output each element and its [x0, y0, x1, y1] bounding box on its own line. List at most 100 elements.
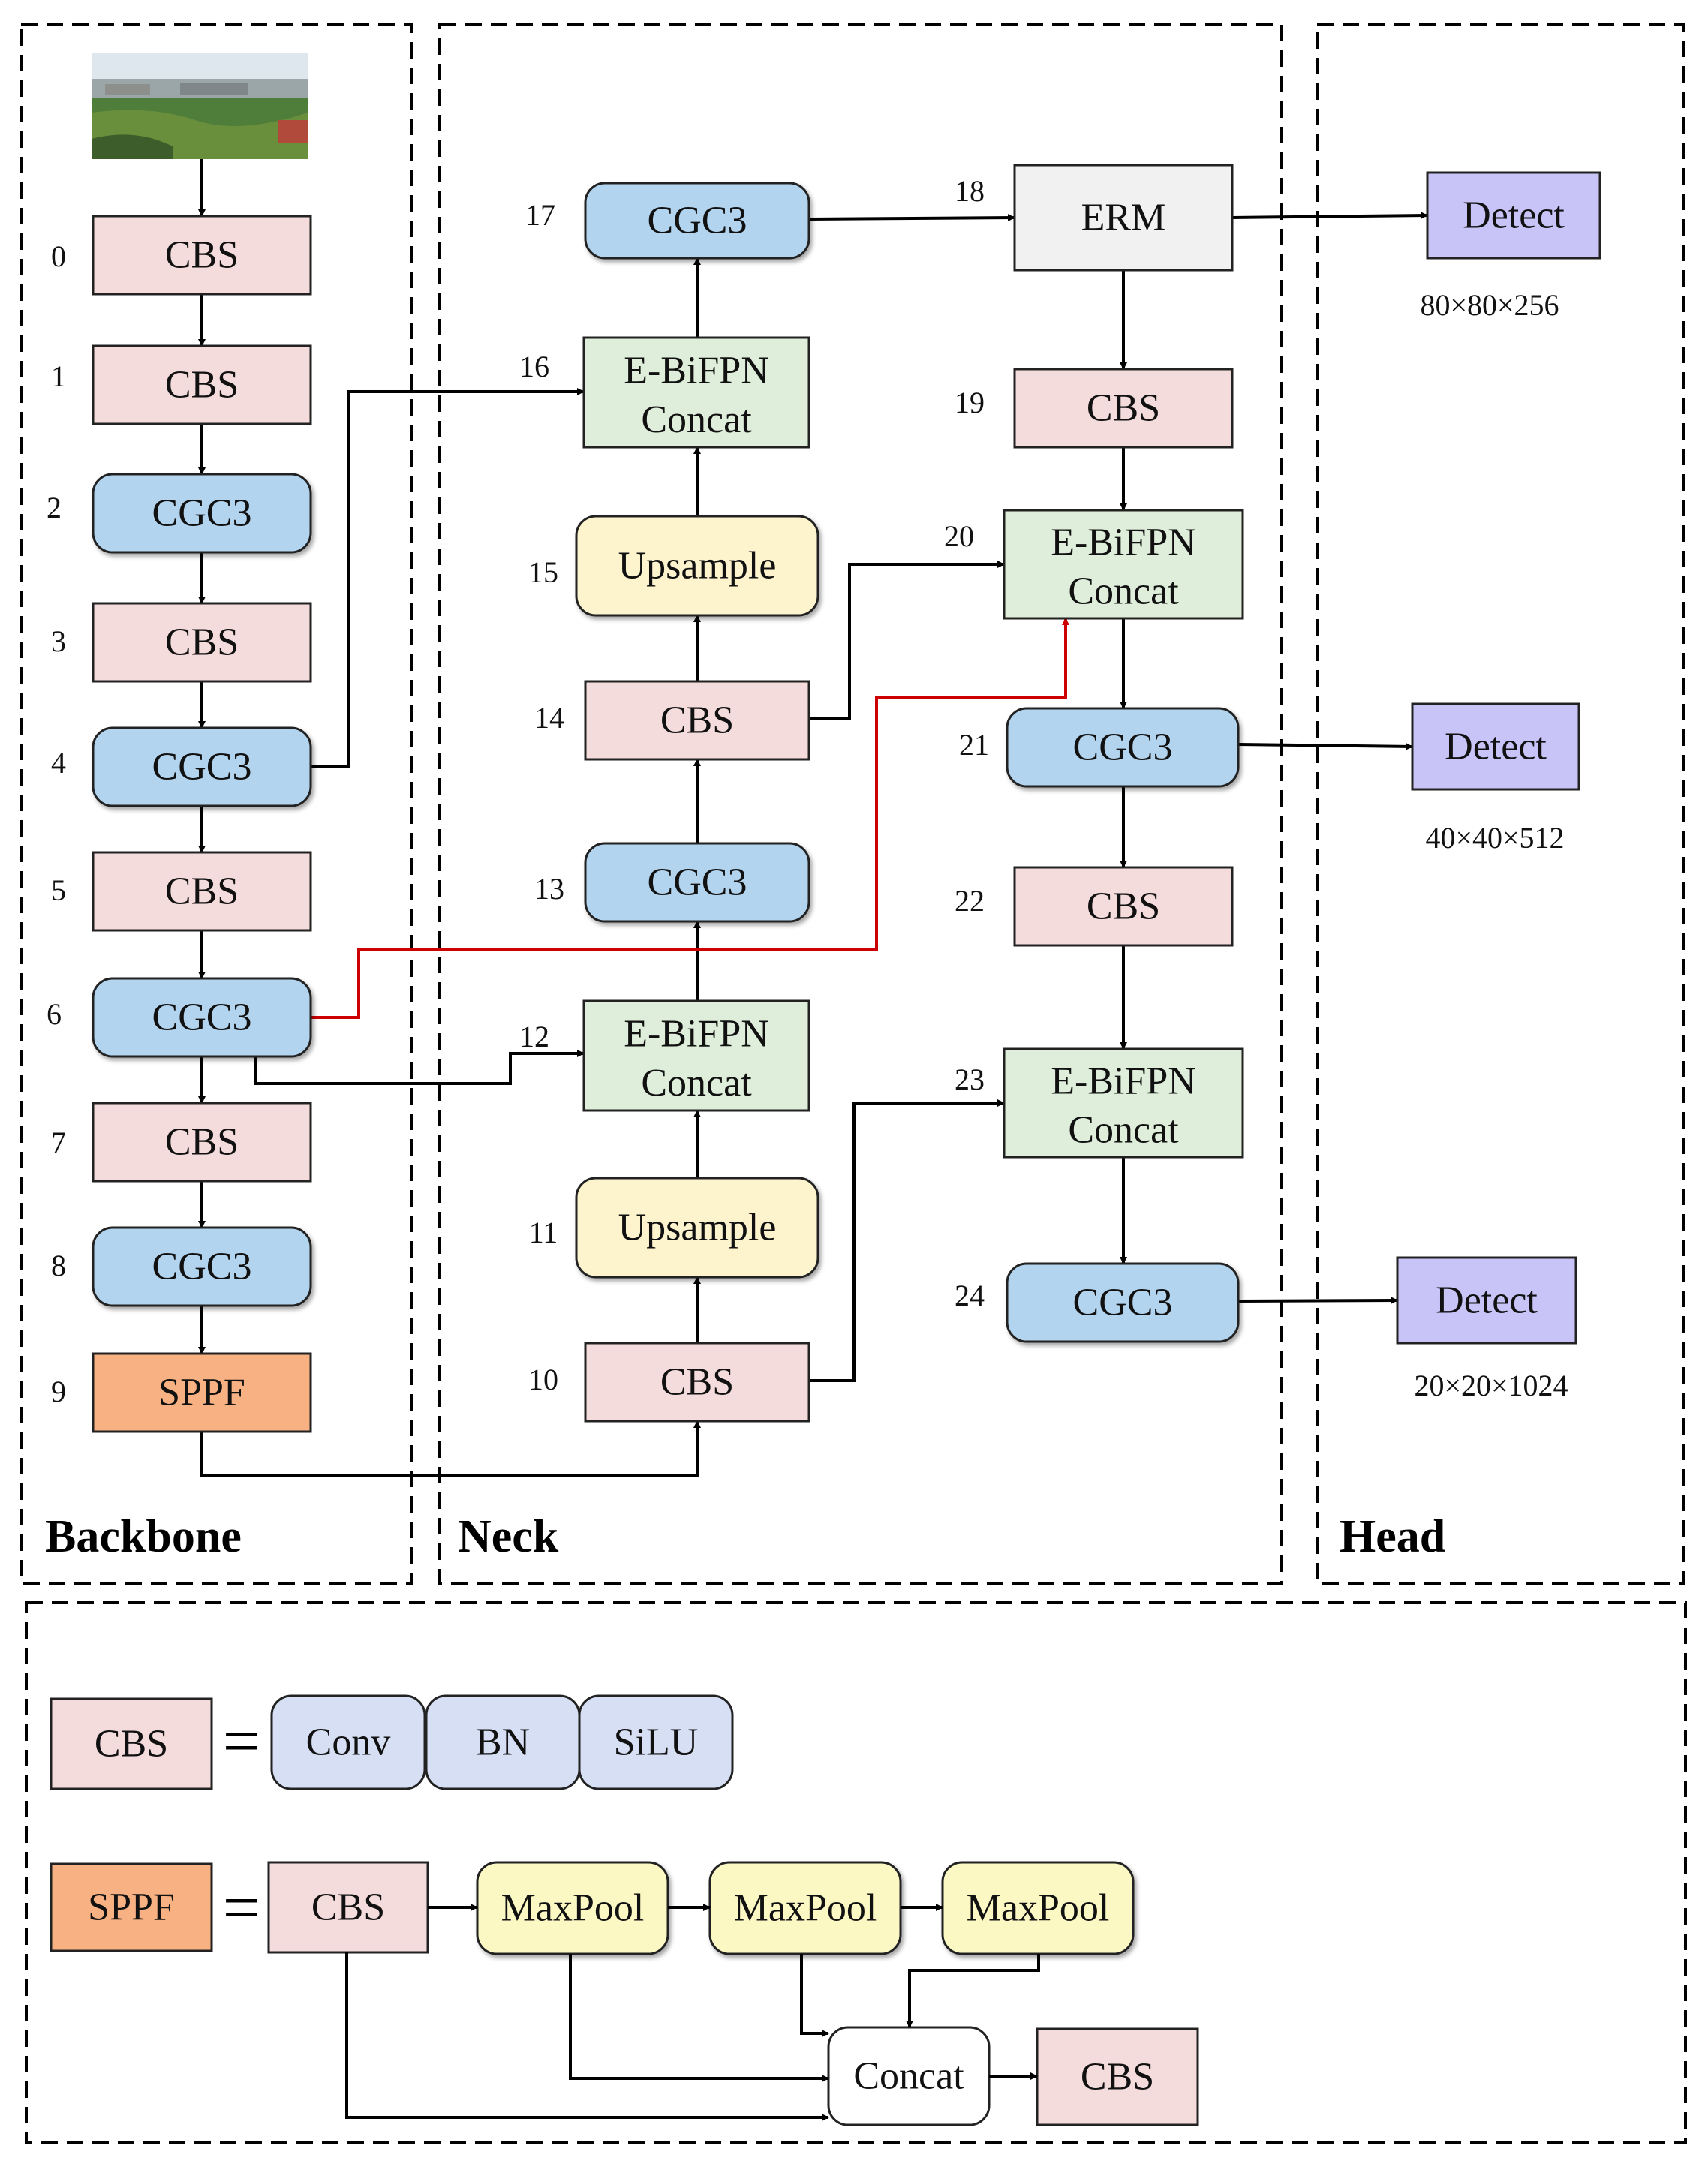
detect-output-dims: 80×80×256	[1420, 288, 1559, 322]
layer-index: 21	[959, 728, 989, 762]
layer-label-line-1: E-BiFPN	[1051, 1060, 1196, 1103]
layer-label: CBS	[1087, 387, 1160, 430]
layer-label-line-2: Concat	[1068, 1109, 1179, 1152]
layer-index: 2	[47, 491, 62, 524]
detect-output-dims: 20×20×1024	[1414, 1369, 1568, 1402]
layer-index: 5	[51, 873, 66, 907]
detect-label: Detect	[1436, 1279, 1538, 1322]
connection-arrow	[1237, 1297, 1398, 1305]
legend-sppf-cbs: CBS	[267, 1861, 429, 1954]
layer-index: 7	[51, 1126, 66, 1159]
legend-maxpool-label: MaxPool	[501, 1887, 645, 1930]
legend-maxpool-label: MaxPool	[967, 1887, 1110, 1930]
layer-15-upsample: Upsample 15	[528, 515, 819, 617]
legend-maxpool: MaxPool	[941, 1861, 1135, 1955]
layer-label-line-2: Concat	[1068, 570, 1179, 613]
legend-arrow	[345, 1952, 829, 2121]
layer-index: 18	[955, 174, 985, 208]
layer-index: 10	[528, 1363, 558, 1396]
legend-frame	[25, 1601, 1687, 2144]
legend-sppf: SPPF	[50, 1862, 213, 1952]
skip-connection-red	[311, 618, 1069, 1019]
legend-bn-label: BN	[476, 1721, 530, 1764]
layer-label-line-2: Concat	[641, 398, 752, 441]
nodes: CBS0CBS1CGC32CBS3CGC34CBS5CGC36CBS7CGC38…	[47, 164, 1601, 1433]
legend-sppf-cbs-label: CBS	[311, 1886, 385, 1929]
layer-label-line-1: E-BiFPN	[1051, 521, 1196, 564]
neck-title: Neck	[458, 1511, 559, 1562]
layer-index: 17	[525, 198, 555, 232]
layer-index: 16	[519, 350, 549, 383]
legend-conv-label: Conv	[306, 1721, 391, 1764]
layer-label: CBS	[165, 1121, 239, 1164]
layer-label: CGC3	[152, 492, 252, 535]
legend-silu: SiLU	[578, 1694, 734, 1790]
layer-index: 20	[944, 519, 974, 553]
legend-sppf-label: SPPF	[88, 1886, 175, 1929]
layer-label: CGC3	[152, 996, 252, 1039]
legend-sppf-last-cbs: CBS	[1036, 2027, 1199, 2126]
connection-arrow	[1231, 212, 1428, 220]
connection-arrow	[808, 214, 1015, 222]
layer-index: 19	[955, 386, 985, 419]
layer-index: 4	[51, 746, 66, 780]
legend-equals: =	[223, 1871, 261, 1945]
layer-label: Upsample	[618, 545, 777, 588]
layer-index: 13	[534, 872, 564, 906]
layer-4-cgc3: CGC3 4	[51, 726, 312, 807]
section-frames	[20, 23, 1687, 2144]
head-title: Head	[1340, 1511, 1445, 1562]
layer-20-concat: E-BiFPN Concat 20	[944, 509, 1244, 620]
layer-17-cgc3: CGC3 17	[525, 182, 810, 260]
layer-index: 8	[51, 1249, 66, 1282]
layer-19-cbs: CBS 19	[955, 368, 1234, 449]
legend-sppf-last-cbs-label: CBS	[1081, 2056, 1154, 2099]
detect-head: Detect 20×20×1024	[1396, 1256, 1577, 1402]
layer-index: 9	[51, 1375, 66, 1408]
connection-arrow	[311, 388, 585, 768]
layer-index: 15	[528, 555, 558, 589]
legend-maxpool: MaxPool	[476, 1861, 669, 1955]
layer-label: CGC3	[648, 200, 747, 242]
legend-cbs: CBS	[50, 1697, 213, 1790]
head-frame	[1316, 23, 1685, 1585]
layer-label-line-1: E-BiFPN	[624, 1012, 769, 1055]
connection-arrow	[254, 1050, 585, 1085]
layer-label: SPPF	[158, 1372, 245, 1414]
edges	[198, 159, 1428, 1477]
legend-arrow	[800, 1954, 829, 2037]
layer-label: CGC3	[152, 746, 252, 789]
legend-maxpool-label: MaxPool	[734, 1887, 877, 1930]
legend-cbs-label: CBS	[95, 1723, 168, 1766]
backbone-frame	[20, 23, 413, 1585]
legend-equals: =	[223, 1704, 261, 1778]
connection-arrow	[809, 561, 1005, 720]
input-image-icon	[92, 53, 308, 159]
layer-label: CBS	[165, 621, 239, 664]
detect-label: Detect	[1445, 726, 1547, 768]
layer-9-sppf: SPPF 9	[51, 1352, 312, 1433]
layer-7-cbs: CBS 7	[51, 1102, 312, 1183]
layer-index: 14	[534, 701, 564, 735]
detect-head: Detect 40×40×512	[1411, 702, 1580, 855]
detect-output-dims: 40×40×512	[1425, 821, 1564, 855]
connection-arrow	[809, 1099, 1005, 1382]
layer-label: CBS	[1087, 885, 1160, 928]
layer-label: ERM	[1081, 197, 1166, 239]
